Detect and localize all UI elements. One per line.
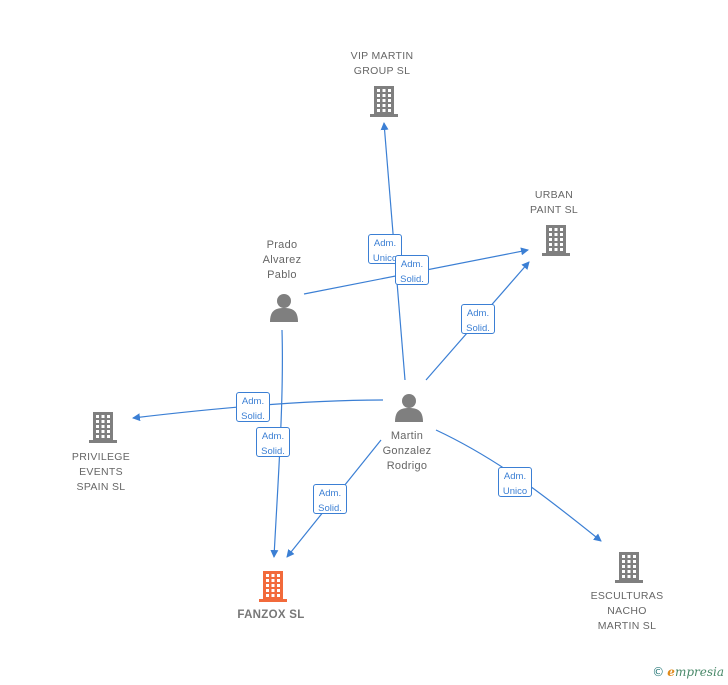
edge-label-martin-privilege[interactable]: Adm. Solid. (236, 392, 270, 422)
person-icon-martin[interactable] (395, 394, 423, 422)
edge-label-prado-fanzox[interactable]: Adm. Solid. (256, 427, 290, 457)
node-label-vip[interactable]: VIP MARTIN GROUP SL (350, 50, 414, 77)
company-icon-fanzox[interactable] (259, 571, 287, 602)
company-icon-esculturas[interactable] (615, 552, 643, 583)
node-label-esculturas[interactable]: ESCULTURAS NACHO MARTIN SL (590, 590, 664, 632)
edge-label-prado-urban[interactable]: Adm. Solid. (395, 255, 429, 285)
node-label-fanzox[interactable]: FANZOX SL (237, 609, 305, 621)
person-icon-prado[interactable] (270, 294, 298, 322)
node-label-urban[interactable]: URBAN PAINT SL (529, 189, 579, 216)
edge-label-martin-urban[interactable]: Adm. Solid. (461, 304, 495, 334)
node-label-privilege[interactable]: PRIVILEGE EVENTS SPAIN SL (71, 451, 131, 493)
company-icon-urban[interactable] (542, 225, 570, 256)
edge-label-martin-fanzox[interactable]: Adm. Solid. (313, 484, 347, 514)
company-icon-vip[interactable] (370, 86, 398, 117)
empresia-watermark: ©empresia (652, 665, 724, 679)
node-label-prado[interactable]: Prado Alvarez Pablo (262, 239, 302, 281)
company-icon-privilege[interactable] (89, 412, 117, 443)
node-label-martin[interactable]: Martin Gonzalez Rodrigo (382, 430, 432, 472)
edge-label-martin-esculturas[interactable]: Adm. Unico (498, 467, 532, 497)
